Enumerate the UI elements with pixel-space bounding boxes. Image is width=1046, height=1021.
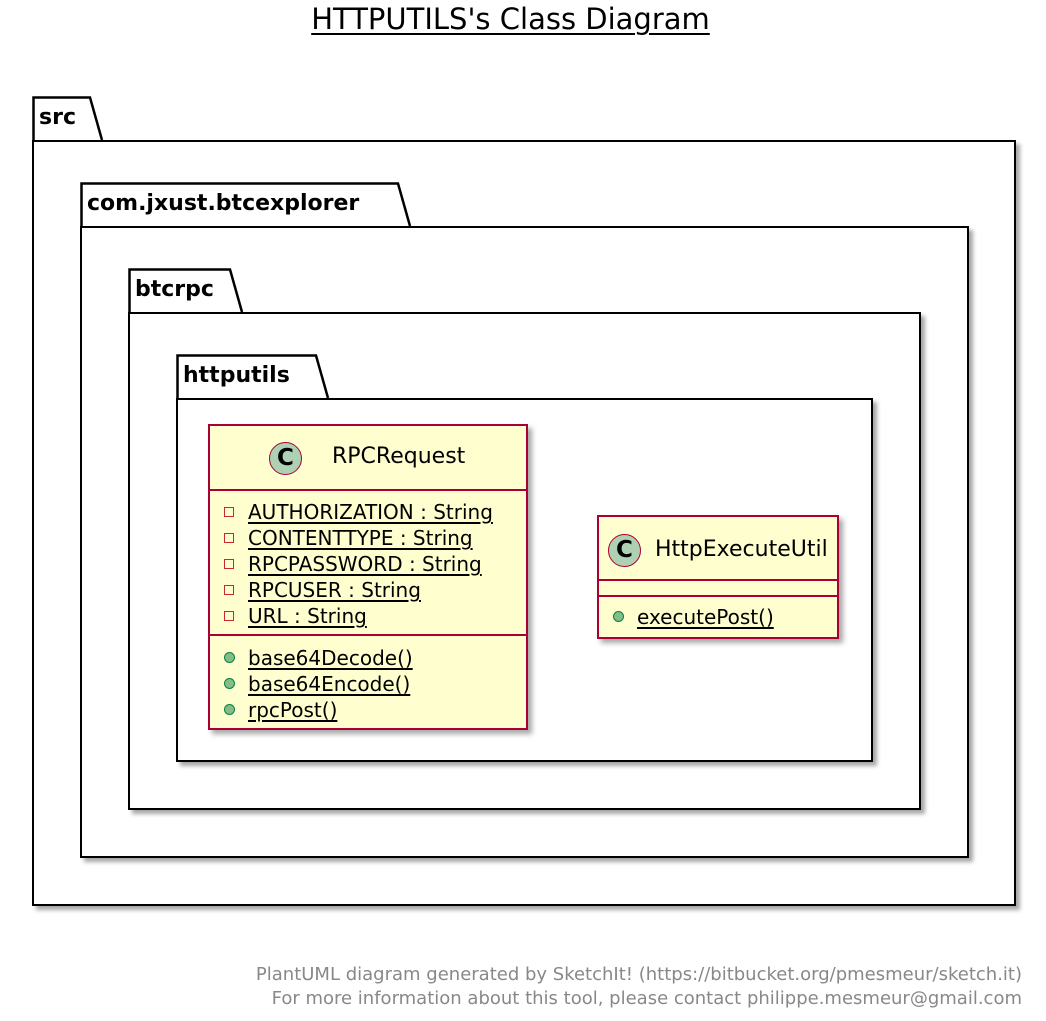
package-name-btcrpc: btcrpc	[135, 277, 214, 302]
package-tab-outline	[80, 182, 412, 228]
public-visibility-icon	[224, 652, 235, 663]
package-tab-outline	[32, 96, 104, 142]
public-visibility-icon	[224, 704, 235, 715]
class-name: RPCRequest	[332, 444, 466, 469]
package-name-src: src	[39, 105, 76, 130]
method-executepost: executePost()	[613, 605, 774, 629]
package-name-httputils: httputils	[183, 363, 290, 388]
class-name: HttpExecuteUtil	[655, 537, 828, 562]
field-rpcpassword: RPCPASSWORD : String	[224, 552, 482, 576]
class-divider	[599, 595, 837, 597]
private-visibility-icon	[224, 611, 234, 621]
class-icon: C	[608, 534, 641, 567]
field-url: URL : String	[224, 604, 367, 628]
package-name-com-jxust-btcexplorer: com.jxust.btcexplorer	[87, 191, 360, 216]
private-visibility-icon	[224, 507, 234, 517]
class-divider	[210, 634, 526, 636]
field-contenttype: CONTENTTYPE : String	[224, 526, 473, 550]
method-base64encode: base64Encode()	[224, 672, 410, 696]
public-visibility-icon	[224, 678, 235, 689]
private-visibility-icon	[224, 559, 234, 569]
footer-line-1: PlantUML diagram generated by SketchIt! …	[255, 964, 1022, 985]
class-divider	[599, 579, 837, 581]
package-tab-outline	[176, 354, 330, 400]
method-rpcpost: rpcPost()	[224, 698, 337, 722]
private-visibility-icon	[224, 585, 234, 595]
field-authorization: AUTHORIZATION : String	[224, 500, 493, 524]
class-divider	[210, 489, 526, 491]
class-httpexecuteutil: C HttpExecuteUtil executePost()	[597, 515, 839, 639]
package-tab-src: src	[32, 96, 104, 142]
package-tab-btcrpc: btcrpc	[128, 268, 244, 314]
class-icon: C	[269, 442, 302, 475]
field-rpcuser: RPCUSER : String	[224, 578, 421, 602]
class-rpcrequest: C RPCRequest AUTHORIZATION : String CONT…	[208, 424, 528, 730]
package-tab-outline	[128, 268, 244, 314]
package-tab-httputils: httputils	[176, 354, 330, 400]
public-visibility-icon	[613, 611, 624, 622]
diagram-title: HTTPUTILS's Class Diagram	[311, 2, 710, 36]
private-visibility-icon	[224, 533, 234, 543]
footer-line-2: For more information about this tool, pl…	[271, 988, 1022, 1009]
package-tab-com-jxust-btcexplorer: com.jxust.btcexplorer	[80, 182, 412, 228]
method-base64decode: base64Decode()	[224, 646, 413, 670]
